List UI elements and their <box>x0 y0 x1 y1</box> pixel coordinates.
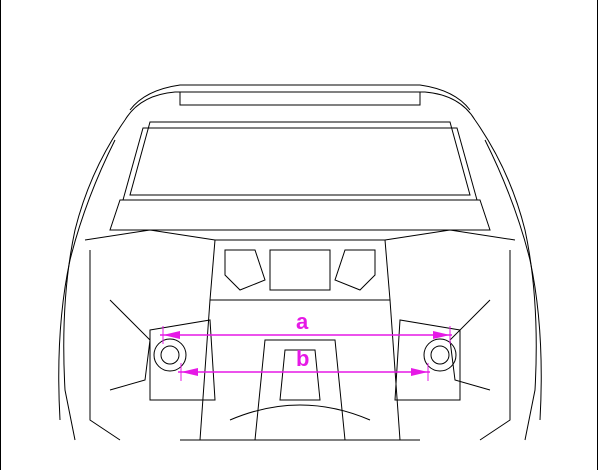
suspension-mounts <box>109 299 491 401</box>
roof-and-windshield <box>122 84 478 201</box>
dimension-line-b <box>178 363 430 381</box>
dimension-label-b: b <box>296 346 310 371</box>
rear-panel <box>109 199 491 301</box>
dimension-label-a: a <box>296 309 309 334</box>
dimension-line-a <box>160 326 452 344</box>
floor-tunnel <box>180 299 420 441</box>
body-sides <box>58 119 542 441</box>
